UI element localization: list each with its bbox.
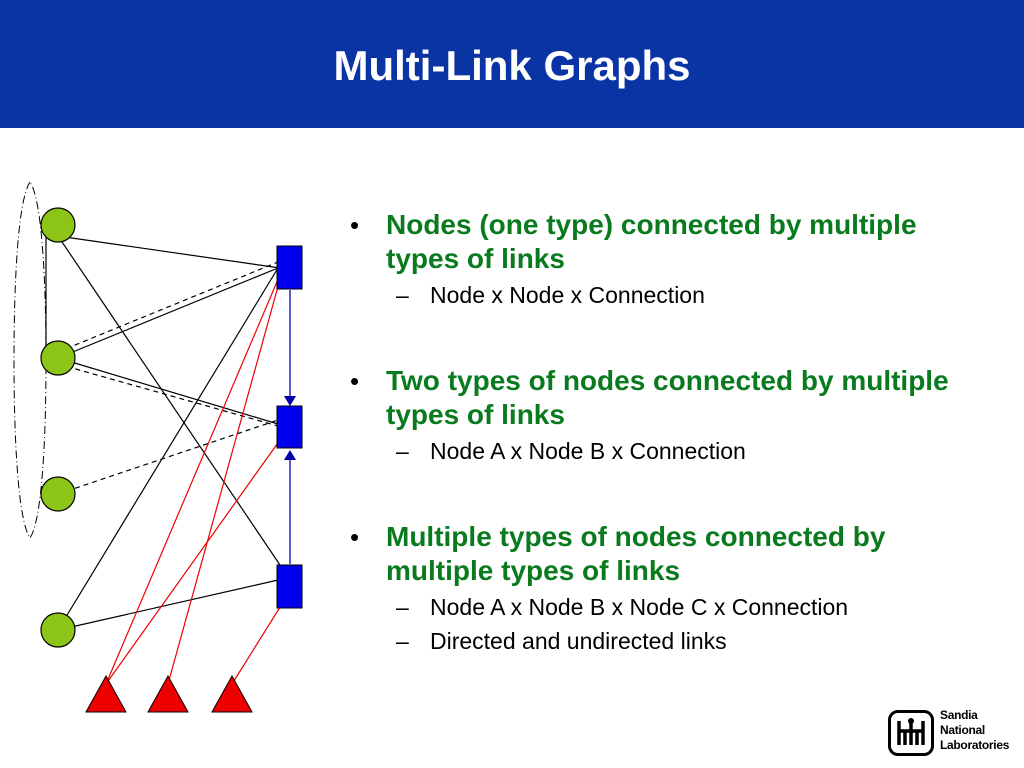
edge [105,439,281,685]
edge [57,363,279,427]
multi-link-graph-diagram [13,181,303,713]
sub-list: –Node A x Node B x Connection [386,434,966,468]
edge [105,269,283,685]
node-group-outline [13,181,47,539]
edge [57,235,283,569]
logo-text: Sandia National Laboratories [940,708,1010,752]
edge [167,271,283,685]
edge [57,579,279,631]
square-node [276,245,303,290]
edge [57,419,279,495]
bullet-item: • Nodes (one type) connected by multiple… [346,208,966,312]
sub-item-text: Node x Node x Connection [430,282,705,308]
bullet-text: Multiple types of nodes connected by mul… [386,521,886,586]
sub-item-text: Node A x Node B x Node C x Connection [430,594,849,620]
square-node [276,405,303,449]
sub-item: –Node A x Node B x Connection [396,438,746,464]
sandia-logo: Sandia National Laboratories [888,706,1014,758]
edge [231,603,283,685]
bullet-item: • Two types of nodes connected by multip… [346,364,966,468]
sub-item: –Directed and undirected links [396,628,727,654]
sub-item: –Node x Node x Connection [396,282,705,308]
title-bar: Multi-Link Graphs [0,0,1024,128]
sub-list: –Node x Node x Connection [386,278,966,312]
arrowhead [284,450,296,460]
circle-node [40,476,76,512]
circle-node [40,340,76,376]
edge [57,267,279,631]
sub-item: –Node A x Node B x Node C x Connection [396,594,849,620]
bullet-text: Two types of nodes connected by multiple… [386,365,949,430]
sub-item-text: Node A x Node B x Connection [430,438,746,464]
triangle-node [147,674,189,713]
slide-title: Multi-Link Graphs [333,42,691,89]
bullet-list: • Nodes (one type) connected by multiple… [346,208,966,662]
sub-item-text: Directed and undirected links [430,628,727,654]
bullet-marker: • [350,210,360,240]
triangle-node [85,674,127,713]
arrowhead [284,396,296,406]
circle-node [40,612,76,648]
circle-node [40,207,76,243]
edge [57,235,281,269]
square-node [276,564,303,609]
sandia-thunderbird-icon [888,710,934,756]
edge [57,261,279,353]
triangle-node [211,674,253,713]
sub-list: –Node A x Node B x Node C x Connection –… [386,590,966,658]
edge [57,267,279,359]
bullet-marker: • [350,366,360,396]
bullet-marker: • [350,522,360,552]
edge [57,357,279,425]
bullet-text: Nodes (one type) connected by multiple t… [386,209,917,274]
bullet-item: • Multiple types of nodes connected by m… [346,520,966,658]
